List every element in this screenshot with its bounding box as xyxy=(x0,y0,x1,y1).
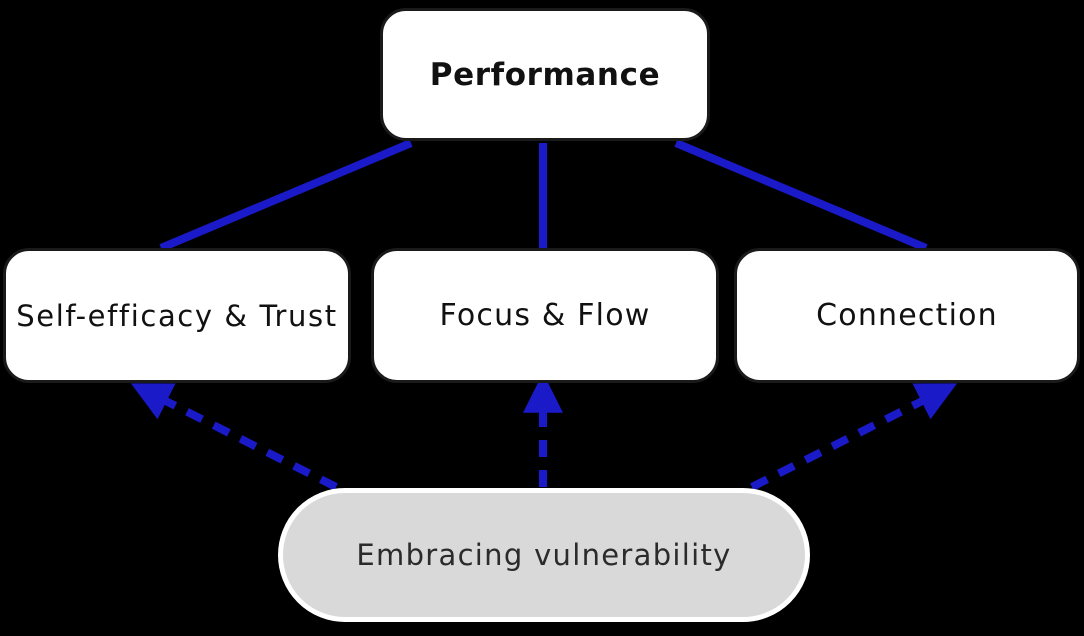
dashed-edge-group xyxy=(130,372,958,491)
node-self-efficacy-trust[interactable]: Self-efficacy & Trust xyxy=(3,248,351,383)
node-embracing-vulnerability[interactable]: Embracing vulnerability xyxy=(278,488,810,622)
node-focus-flow[interactable]: Focus & Flow xyxy=(371,248,719,383)
node-connection[interactable]: Connection xyxy=(734,248,1080,383)
node-embracing-vulnerability-label: Embracing vulnerability xyxy=(356,538,732,572)
edge-vulnerability-to-connection xyxy=(750,383,958,491)
edge-performance-to-connection xyxy=(674,139,928,252)
solid-edge-group xyxy=(159,139,928,252)
edge-vulnerability-to-self-efficacy xyxy=(130,383,338,491)
node-self-efficacy-trust-label: Self-efficacy & Trust xyxy=(16,298,338,333)
node-performance[interactable]: Performance xyxy=(380,8,710,141)
node-performance-label: Performance xyxy=(429,56,661,93)
edge-performance-to-self-efficacy xyxy=(159,139,413,252)
node-connection-label: Connection xyxy=(816,298,998,333)
node-focus-flow-label: Focus & Flow xyxy=(439,298,651,333)
